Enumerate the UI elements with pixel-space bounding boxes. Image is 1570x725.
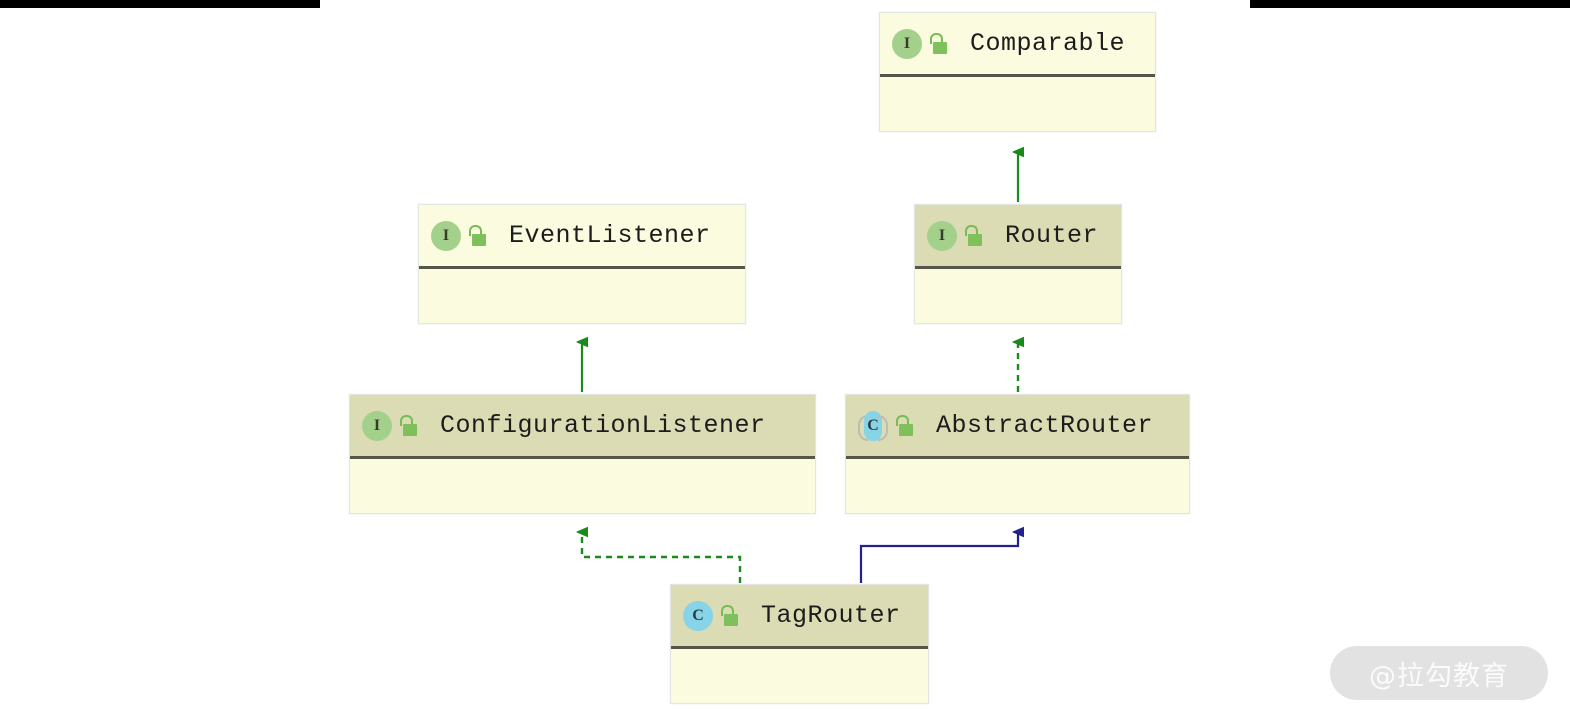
- uml-node-header[interactable]: I EventListener: [419, 205, 745, 269]
- interface-icon-letter: I: [362, 410, 392, 441]
- unlocked-padlock-icon: [398, 414, 418, 438]
- unlocked-padlock-icon: [467, 224, 487, 248]
- uml-node-members: [419, 269, 745, 322]
- uml-node-title: Router: [1005, 221, 1099, 250]
- interface-icon-letter: I: [927, 220, 957, 251]
- interface-icon-letter: I: [892, 28, 922, 59]
- abstract-class-icon: C: [858, 410, 888, 441]
- uml-node-header[interactable]: I Router: [915, 205, 1121, 269]
- uml-node-header[interactable]: I Comparable: [880, 13, 1155, 77]
- unlocked-padlock-icon: [963, 224, 983, 248]
- interface-icon-letter: I: [431, 220, 461, 251]
- uml-node-eventlistener[interactable]: I EventListener: [418, 204, 746, 324]
- watermark-text: @拉勾教育: [1369, 660, 1509, 692]
- link-tagrouter-to-configurationlistener: [582, 532, 742, 583]
- top-redaction-bar-left: [0, 0, 320, 8]
- link-tagrouter-to-abstractrouter: [859, 532, 1018, 583]
- watermark: @拉勾教育: [1330, 646, 1548, 700]
- uml-node-configurationlistener[interactable]: I ConfigurationListener: [349, 394, 816, 514]
- class-icon-letter: C: [683, 600, 713, 631]
- top-redaction-bar-right: [1250, 0, 1570, 8]
- unlocked-padlock-icon: [928, 32, 948, 56]
- uml-node-title: EventListener: [509, 221, 711, 250]
- uml-node-header[interactable]: I ConfigurationListener: [350, 395, 815, 459]
- unlocked-padlock-icon: [894, 414, 914, 438]
- uml-node-members: [915, 269, 1121, 322]
- uml-node-abstractrouter[interactable]: C AbstractRouter: [845, 394, 1190, 514]
- uml-node-tagrouter[interactable]: C TagRouter: [670, 584, 929, 704]
- uml-node-header[interactable]: C AbstractRouter: [846, 395, 1189, 459]
- uml-node-title: ConfigurationListener: [440, 411, 766, 440]
- interface-icon: I: [892, 28, 922, 59]
- interface-icon: I: [927, 220, 957, 251]
- uml-node-title: Comparable: [970, 29, 1126, 58]
- abstract-class-icon-letter: C: [864, 410, 882, 441]
- unlocked-padlock-icon: [719, 604, 739, 628]
- class-icon: C: [683, 600, 713, 631]
- uml-node-comparable[interactable]: I Comparable: [879, 12, 1156, 132]
- uml-node-title: TagRouter: [761, 601, 901, 630]
- interface-icon: I: [431, 220, 461, 251]
- uml-node-members: [846, 459, 1189, 512]
- uml-node-members: [880, 77, 1155, 130]
- uml-node-router[interactable]: I Router: [914, 204, 1122, 324]
- interface-icon: I: [362, 410, 392, 441]
- uml-node-members: [671, 649, 928, 702]
- uml-node-members: [350, 459, 815, 512]
- uml-node-header[interactable]: C TagRouter: [671, 585, 928, 649]
- uml-node-title: AbstractRouter: [936, 411, 1154, 440]
